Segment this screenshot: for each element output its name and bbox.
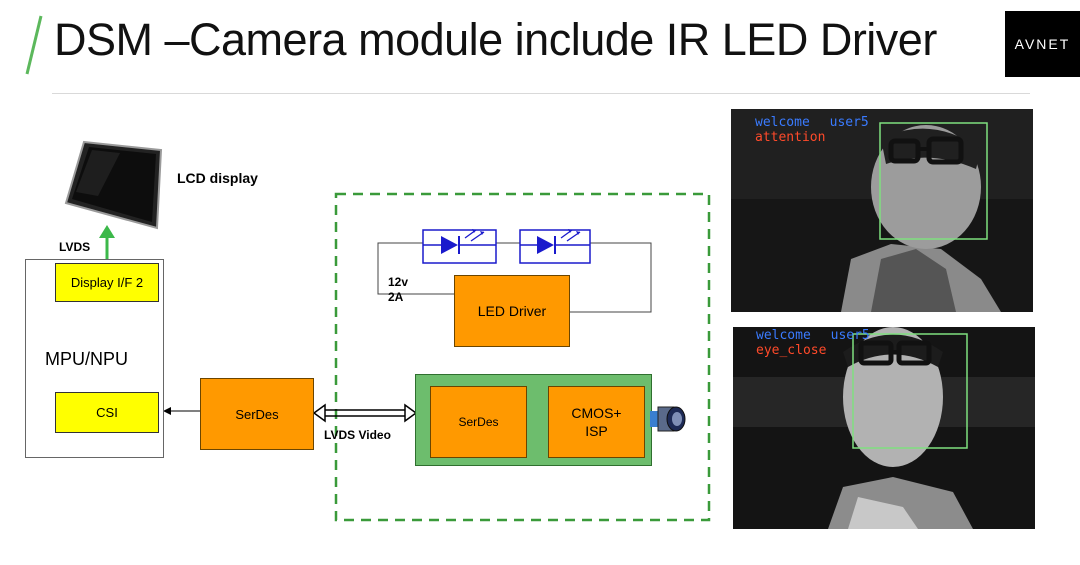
photo1-welcome-text: welcome — [755, 115, 810, 130]
serdes-module-box: SerDes — [430, 386, 527, 458]
lvds-video-head-left — [312, 403, 326, 423]
led-driver-box: LED Driver — [454, 275, 570, 347]
title-divider — [52, 93, 1030, 94]
photo1-user-text: user5 — [829, 115, 869, 130]
isp-label: ISP — [585, 423, 608, 439]
cmos-isp-box: CMOS+ ISP — [548, 386, 645, 458]
lcd-display-label: LCD display — [177, 170, 258, 186]
power-current-label: 2A — [388, 290, 404, 304]
photo2-status-text: eye_close — [756, 343, 827, 358]
power-voltage-label: 12v — [388, 275, 409, 289]
lvds-arrow-head — [99, 225, 115, 238]
camera-module-boundary — [334, 192, 711, 522]
serdes-to-csi-head — [163, 407, 171, 415]
driver-photo-eye-close: welcome user5 eye_close — [733, 327, 1035, 529]
page-title: DSM –Camera module include IR LED Driver — [54, 14, 937, 65]
led-wiring-left — [377, 242, 454, 295]
driver-face-image — [733, 327, 1035, 529]
diagram-connectors — [64, 140, 711, 522]
serdes-left-label: SerDes — [235, 406, 279, 422]
accent-slash-icon — [25, 15, 43, 75]
lvds-label: LVDS — [59, 240, 91, 254]
lvds-video-label: LVDS Video — [324, 428, 391, 442]
driver-photo-attention: welcome user5 attention — [731, 109, 1033, 312]
avnet-logo: AVNET — [1005, 11, 1080, 77]
photo1-overlay-line1: welcome user5 — [755, 116, 869, 130]
csi-box: CSI — [55, 392, 159, 433]
csi-label: CSI — [96, 405, 118, 420]
lvds-video-head-right — [404, 403, 418, 423]
driver-face-image — [731, 109, 1033, 312]
led-wiring-right — [570, 242, 652, 313]
power-spec-label: 12v 2A — [388, 275, 408, 305]
led-driver-label: LED Driver — [477, 303, 547, 319]
led-icon — [519, 229, 591, 264]
photo1-status-text: attention — [755, 130, 826, 145]
display-if-box: Display I/F 2 — [55, 263, 159, 302]
mpu-npu-label: MPU/NPU — [45, 349, 129, 369]
serdes-left-box: SerDes — [200, 378, 314, 450]
serdes-module-label: SerDes — [458, 415, 499, 429]
lcd-monitor-icon — [64, 140, 163, 230]
photo2-overlay-line1: welcome user5 — [756, 329, 870, 343]
photo2-user-text: user5 — [830, 328, 870, 343]
led-icon — [422, 229, 497, 264]
display-if-label: Display I/F 2 — [70, 275, 144, 290]
photo2-welcome-text: welcome — [756, 328, 811, 343]
camera-lens-icon — [650, 406, 686, 432]
cmos-label: CMOS+ — [571, 405, 622, 421]
